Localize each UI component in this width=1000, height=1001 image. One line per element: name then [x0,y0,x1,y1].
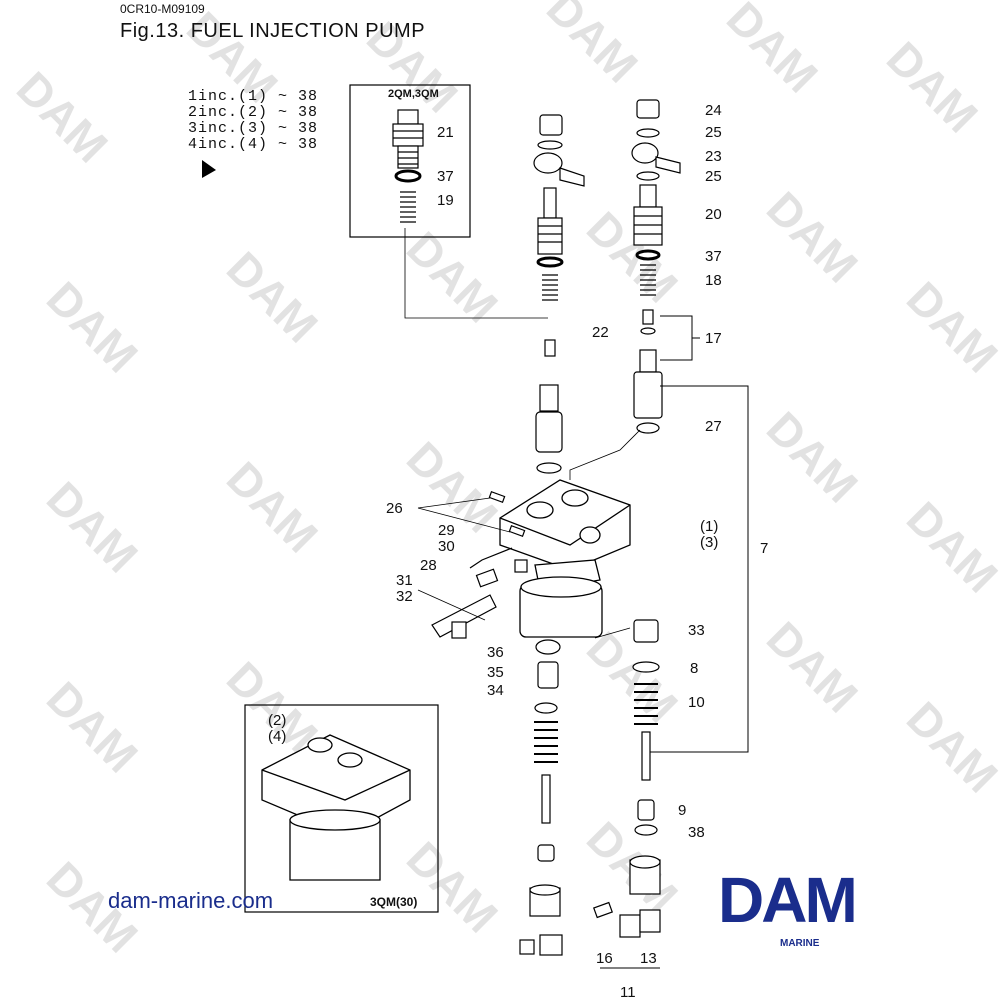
callout-24: 24 [705,102,722,119]
callout-8: 8 [690,660,699,677]
callout-1: (1) [700,518,719,535]
right-column-parts [631,99,681,434]
callout-38: 38 [688,824,705,841]
inset-box-3qm30 [244,704,439,913]
callout-3: (3) [700,534,719,551]
lower-right-column [593,619,661,938]
inset-ref-4: (4) [268,728,287,745]
callout-37: 37 [705,248,722,265]
callout-30: 30 [438,538,455,555]
lower-left-column [519,639,563,956]
legend-line: 1inc.(1) ~ 38 [188,88,319,105]
callout-32: 32 [396,588,413,605]
logo-text: DAM [718,864,858,936]
callout-23: 23 [705,148,722,165]
part-21-delivery-valve-holder [392,109,424,223]
callout-16: 16 [596,950,613,967]
callout-31: 31 [396,572,413,589]
callout-10: 10 [688,694,705,711]
document-code: 0CR10-M09109 [120,2,205,16]
callout-9: 9 [678,802,687,819]
legend-arrow-icon [202,160,216,178]
legend-line: 3inc.(3) ~ 38 [188,120,319,137]
inset-top-label: 2QM,3QM [388,88,439,100]
callout-18: 18 [705,272,722,289]
callout-20: 20 [705,206,722,223]
site-url-link[interactable]: dam-marine.com [108,888,274,913]
callout-11: 11 [620,984,636,1001]
callout-34: 34 [487,682,504,699]
callout-19: 19 [437,192,454,209]
callout-25: 25 [705,168,722,185]
callout-28: 28 [420,557,437,574]
callout-35: 35 [487,664,504,681]
inset-ref-2: (2) [268,712,287,729]
left-column-parts [533,114,585,474]
figure-title: Fig.13. FUEL INJECTION PUMP [120,20,426,42]
callout-21: 21 [437,124,454,141]
inset-bottom-label: 3QM(30) [370,895,418,909]
pump-body [499,479,631,638]
callout-37: 37 [437,168,454,185]
inset-pump-body-3qm [261,734,411,881]
callout-22: 22 [592,324,609,341]
legend-line: 2inc.(2) ~ 38 [188,104,319,121]
legend-line: 4inc.(4) ~ 38 [188,136,319,153]
callout-25: 25 [705,124,722,141]
callout-17: 17 [705,330,722,347]
callout-36: 36 [487,644,504,661]
callout-29: 29 [438,522,455,539]
callout-27: 27 [705,418,722,435]
callout-13: 13 [640,950,657,967]
logo-subtext: MARINE [780,938,820,949]
inset-box-2qm-3qm [349,84,471,238]
dam-marine-logo: DAM MARINE [718,868,898,988]
small-parts-26-32 [431,491,528,639]
callout-26: 26 [386,500,403,517]
callout-7: 7 [760,540,769,557]
callout-33: 33 [688,622,705,639]
